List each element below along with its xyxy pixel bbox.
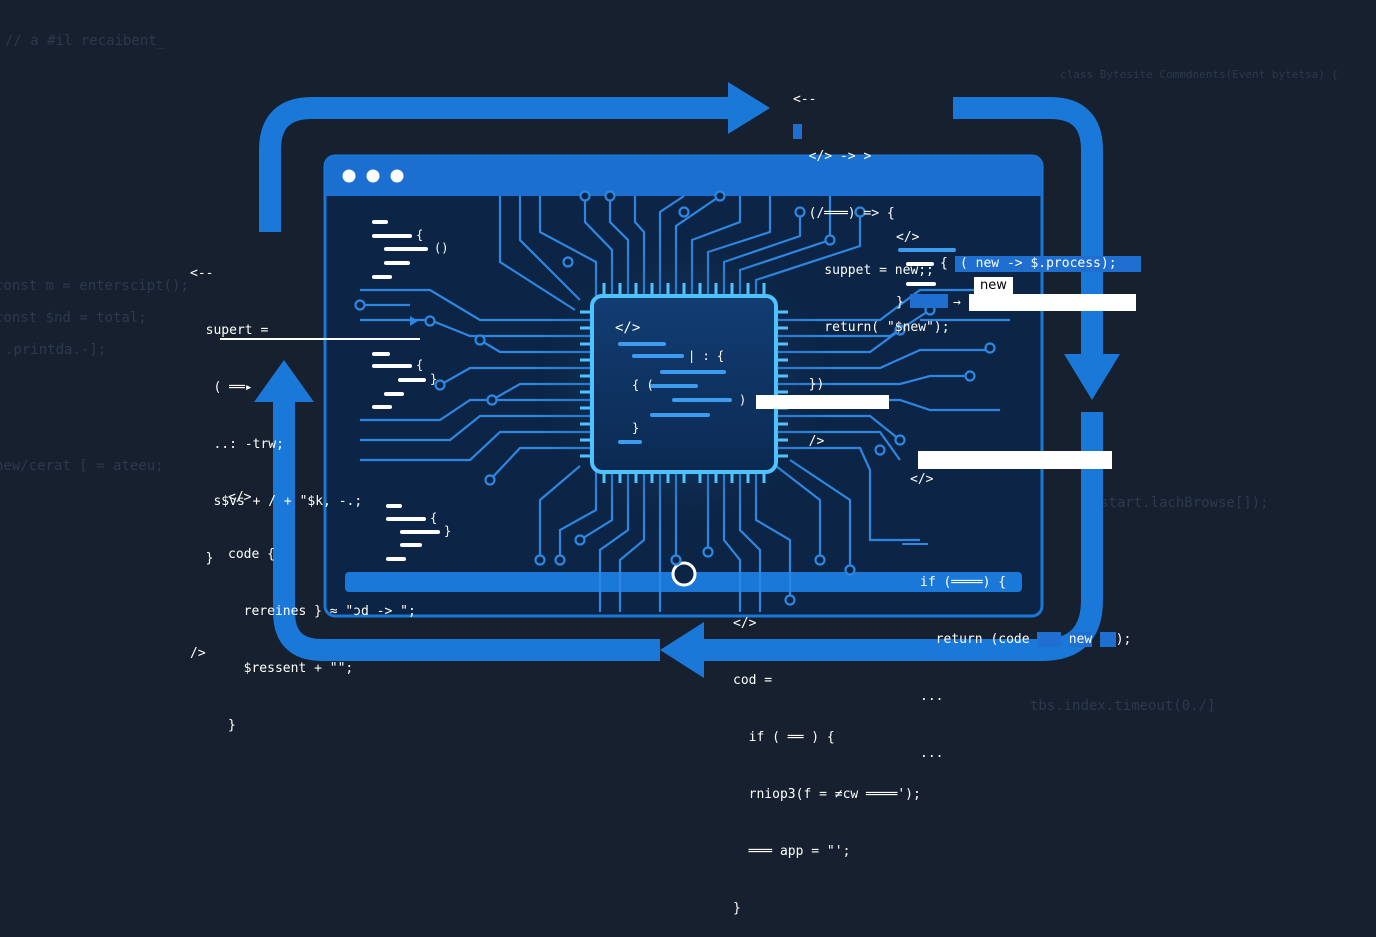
code-close: } [430,372,437,386]
window-control-dot[interactable] [366,169,380,183]
code-line: } [733,901,741,916]
code-line: suppet = new;; [793,263,934,278]
code-snippet-right-lower: </> if (════) { return (code new ); ... … [910,432,1131,782]
code-line: </> -> > [793,149,872,164]
background-code: // a #il recaibent_ const m = enterscipt… [0,33,1338,714]
arrow-left-icon [660,622,704,678]
bg-code-line: tbs.index.timeout(0./] [1030,698,1215,714]
circuit-nodes [354,190,996,606]
code-tag: </> [896,230,920,245]
code-line: } [228,718,236,733]
code-line: if ( ══ ) { [733,730,835,745]
bg-code-line: // a #il recaibent_ [5,33,166,49]
scene-illustration: // a #il recaibent_ const m = enterscipt… [0,33,1338,714]
new-label: new [974,277,1013,294]
code-snippet-top: <-- </> -> > (/═══) => { suppet = new;; … [793,52,950,470]
code-line: ... [920,689,944,704]
chip-code-line: ) [739,393,746,407]
bg-code-line: start.lachBrowse[]); [1100,495,1269,511]
bg-code-line: const m = enterscipt(); [0,278,189,294]
code-line: ... [920,746,944,761]
inner-code-right-upper [756,248,1141,545]
top-arrow-path [259,97,740,232]
code-line: </> [228,490,252,505]
code-line: ═══ app = "'; [733,844,851,859]
code-snippet-left-upper: <-- supert = ( ══▸ ..: -trw; s$vs + / + … [190,226,362,682]
code-line: cod = [733,673,773,688]
highlight-box [969,294,1136,311]
chip-tag: </> [615,320,640,336]
code-line: code { [228,547,275,562]
code-line: (/═══) => { [793,206,895,221]
code-line: <-- [190,266,214,281]
chip-code-line: | : { [688,349,724,363]
cursor-block [793,124,802,139]
chip-code-line: { ( [632,378,654,392]
chip-pins [580,283,788,483]
highlight-box [918,451,1112,469]
code-brace: { [430,511,437,525]
left-arrow-path [273,400,660,661]
window-control-dot[interactable] [342,169,356,183]
arrow-up-icon [254,360,314,402]
code-line: /> [793,434,825,449]
bg-code-line: const $nd = total; [0,310,147,326]
code-line: }) [793,377,825,392]
bg-code-line: .printda.-]; [5,342,106,358]
code-line: supert = [190,323,269,338]
code-line: if (════) { [920,575,1007,590]
code-line: s$vs + / + "$k, -.; [190,494,363,509]
bg-code-line: new/cerat [ = ateeu; [0,458,164,474]
code-paren: () [434,241,448,255]
code-line-highlighted: ( new -> $.process); [960,256,1117,271]
right-arrow-path [953,97,1103,360]
code-line: </> [733,616,757,631]
code-line: rniop3(f = ≠cw ════'); [733,787,921,802]
window-control-dot[interactable] [390,169,404,183]
code-line: </> [910,472,934,487]
new-keyword: new [1068,632,1093,647]
code-close: } [896,295,904,310]
code-snippet-left-lower: </> code { rereines } ≈ "ɔd -> "; $resse… [228,450,416,754]
arrow-glyph: → [953,295,961,310]
code-brace: { [416,358,423,372]
code-brace: { [416,228,423,242]
arrow-heads [254,82,1120,678]
code-line: /> [190,646,206,661]
code-line: $ressent + ""; [228,661,354,676]
code-line: ( ══▸ [190,380,253,395]
chip-code-line: } [632,421,639,435]
node-icon [671,561,697,587]
code-line: <-- [793,92,817,107]
code-line: return (code new ); [920,632,1132,647]
code-line: rereines } ≈ "ɔd -> "; [228,604,416,619]
code-close: } [444,524,451,538]
arrow-right-icon [728,82,770,134]
code-line: } [190,551,214,566]
bg-code-line: class Bytesite Commdnents(Event bytetsa)… [1060,68,1338,81]
code-snippet-bottom: </> cod = if ( ══ ) { rniop3(f = ≠cw ═══… [733,576,921,937]
highlight-box [756,395,889,409]
inner-code-left: { () { } { } [372,220,451,561]
arrow-down-icon [1064,354,1120,400]
code-brace: { [940,256,948,271]
code-line: return( "$new"); [793,320,950,335]
code-line: ..: -trw; [190,437,284,452]
cpu-chip: </> | : { { ( ) } [534,233,834,533]
